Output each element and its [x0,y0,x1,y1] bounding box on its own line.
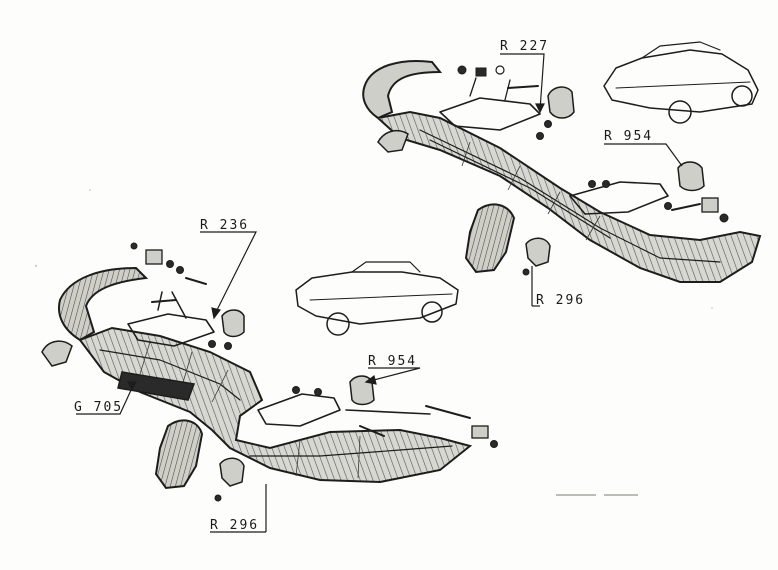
front-bumper-assembly [41,242,498,502]
rear-right-bracket [569,180,729,223]
rear-bumper-bar [375,110,762,283]
label-g705: G 705 [74,400,124,415]
front-grille-plate-g705 [117,371,196,401]
front-right-bracket [257,386,498,448]
rear-end-cap [377,129,409,153]
front-overrider-cap-r296 [219,457,245,487]
front-left-bracket [127,242,232,350]
label-r236: R 236 [200,218,250,233]
front-bumper-left-end [58,266,149,342]
label-r954-bottom: R 954 [368,354,418,369]
label-r296-bottom: R 296 [210,518,260,533]
front-overrider [154,419,204,490]
car-sketch-middle [295,261,459,336]
rear-overrider [464,203,516,274]
rear-bumper-left-end [362,60,443,120]
car-sketch-top [603,41,759,124]
front-end-cap [41,340,73,367]
front-clip-r954 [349,375,375,406]
rear-side-clip-r227 [547,86,575,119]
label-r227: R 227 [500,39,550,54]
scan-noise [35,189,713,496]
front-side-clip-r236 [221,309,245,338]
rear-clip-r954 [677,161,705,192]
rear-left-bracket [439,65,552,140]
label-r954-top: R 954 [604,129,654,144]
label-r296-top: R 296 [536,293,586,308]
front-bumper-bar [78,326,473,484]
rear-overrider-cap-r296 [525,237,551,267]
leader-lines [76,53,683,533]
rear-bumper-assembly [362,60,762,283]
